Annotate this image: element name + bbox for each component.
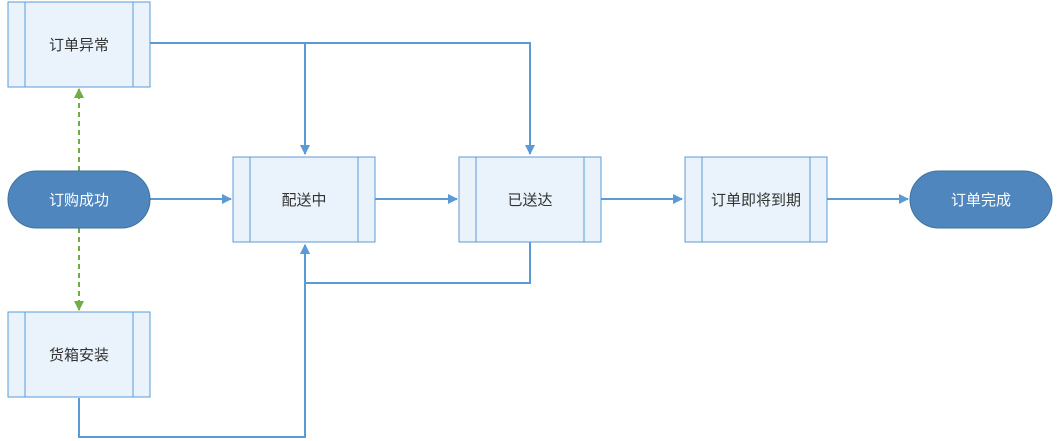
edge-delivered-back-to-delivery (300, 242, 531, 284)
terminal-order-success[interactable]: 订购成功 (7, 170, 151, 229)
process-order-exception[interactable]: 订单异常 (7, 1, 151, 88)
terminal-order-success-label: 订购成功 (49, 191, 109, 209)
process-delivered[interactable]: 已送达 (458, 156, 602, 243)
edge-exception-to-delivery (150, 42, 310, 155)
process-in-delivery[interactable]: 配送中 (232, 156, 376, 243)
terminal-order-complete-label: 订单完成 (951, 191, 1011, 209)
process-box-install-label: 货箱安装 (49, 346, 109, 364)
process-order-exception-label: 订单异常 (49, 36, 109, 54)
process-in-delivery-label: 配送中 (281, 191, 326, 209)
edge-exception-to-delivered (305, 42, 535, 155)
process-delivered-label: 已送达 (507, 191, 552, 209)
process-box-install[interactable]: 货箱安装 (7, 311, 151, 398)
terminal-order-complete[interactable]: 订单完成 (909, 170, 1053, 229)
process-about-to-expire-label: 订单即将到期 (711, 191, 801, 209)
edge-install-to-delivery (78, 244, 310, 438)
process-about-to-expire[interactable]: 订单即将到期 (684, 156, 828, 243)
